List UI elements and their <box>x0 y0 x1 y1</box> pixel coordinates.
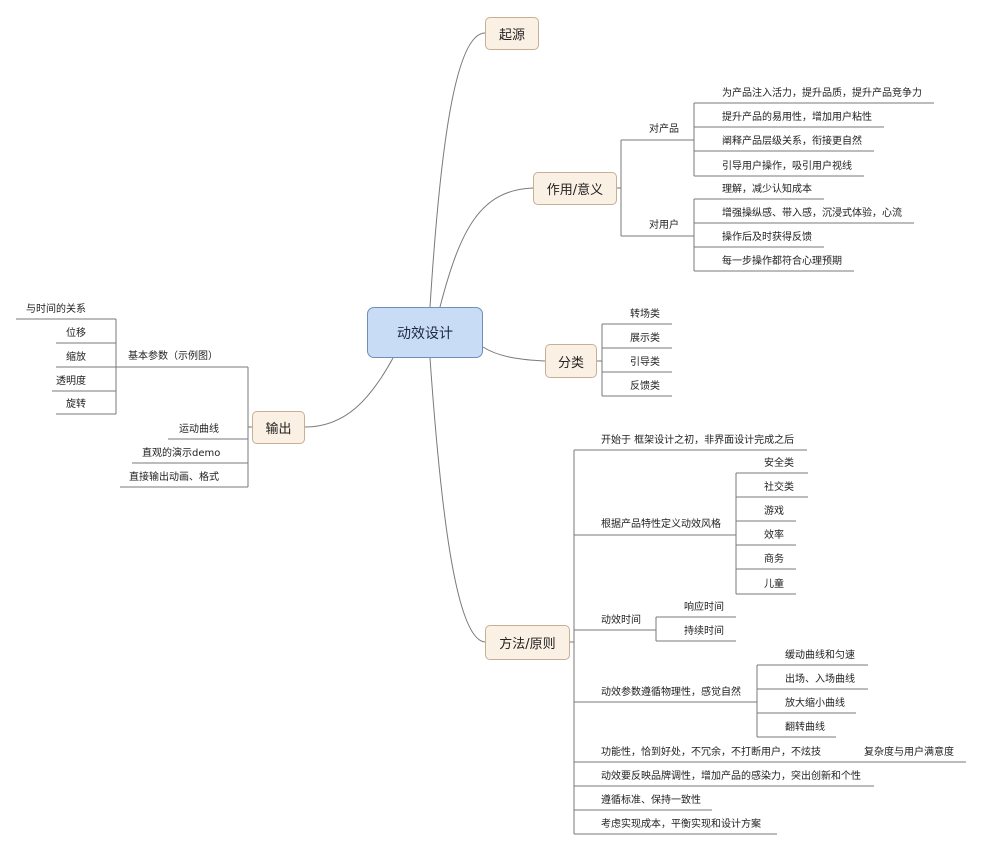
subtopic-cost[interactable]: 考虑实现成本，平衡实现和设计方案 <box>601 819 761 830</box>
list-item[interactable]: 直观的演示demo <box>142 448 221 459</box>
topic-category[interactable]: 分类 <box>545 344 597 378</box>
topic-origin[interactable]: 起源 <box>485 17 539 50</box>
list-item[interactable]: 游戏 <box>764 506 784 517</box>
list-item[interactable]: 缓动曲线和匀速 <box>785 650 855 661</box>
list-item[interactable]: 效率 <box>764 530 784 541</box>
subtopic-for-user[interactable]: 对用户 <box>649 220 679 231</box>
list-item[interactable]: 安全类 <box>764 458 794 469</box>
list-item[interactable]: 持续时间 <box>684 626 724 637</box>
list-item[interactable]: 放大缩小曲线 <box>785 698 845 709</box>
topic-purpose[interactable]: 作用/意义 <box>533 172 617 205</box>
list-item[interactable]: 缩放 <box>66 352 86 363</box>
list-item[interactable]: 提升产品的易用性，增加用户粘性 <box>722 112 872 123</box>
subtopic-physics[interactable]: 动效参数遵循物理性，感觉自然 <box>601 687 741 698</box>
list-item[interactable]: 增强操纵感、带入感，沉浸式体验，心流 <box>722 208 902 219</box>
subtopic-basic-params[interactable]: 基本参数（示例图） <box>128 351 218 362</box>
topic-output[interactable]: 输出 <box>252 411 305 444</box>
subtopic-function[interactable]: 功能性，恰到好处，不冗余，不打断用户，不炫技 <box>601 747 821 758</box>
list-item[interactable]: 展示类 <box>630 333 660 344</box>
list-item[interactable]: 旋转 <box>66 399 86 410</box>
list-item[interactable]: 为产品注入活力，提升品质，提升产品竞争力 <box>722 88 922 99</box>
list-item[interactable]: 阐释产品层级关系，衔接更自然 <box>722 136 862 147</box>
list-item[interactable]: 直接输出动画、格式 <box>129 472 219 483</box>
subtopic-start[interactable]: 开始于 框架设计之初，非界面设计完成之后 <box>601 435 795 446</box>
list-item[interactable]: 反馈类 <box>630 381 660 392</box>
list-item[interactable]: 转场类 <box>630 309 660 320</box>
list-item[interactable]: 复杂度与用户满意度 <box>864 747 954 758</box>
central-topic[interactable]: 动效设计 <box>367 307 483 358</box>
list-item[interactable]: 响应时间 <box>684 602 724 613</box>
list-item[interactable]: 引导类 <box>630 357 660 368</box>
list-item[interactable]: 翻转曲线 <box>785 722 825 733</box>
list-item[interactable]: 位移 <box>66 328 86 339</box>
subtopic-brand[interactable]: 动效要反映品牌调性，增加产品的感染力，突出创新和个性 <box>601 771 861 782</box>
list-item[interactable]: 出场、入场曲线 <box>785 674 855 685</box>
list-item[interactable]: 与时间的关系 <box>26 304 86 315</box>
topic-method[interactable]: 方法/原则 <box>485 625 570 660</box>
list-item[interactable]: 商务 <box>764 554 784 565</box>
list-item[interactable]: 引导用户操作，吸引用户视线 <box>722 161 852 172</box>
list-item[interactable]: 运动曲线 <box>179 424 219 435</box>
list-item[interactable]: 社交类 <box>764 482 794 493</box>
list-item[interactable]: 操作后及时获得反馈 <box>722 232 812 243</box>
subtopic-style[interactable]: 根据产品特性定义动效风格 <box>601 519 721 530</box>
list-item[interactable]: 儿童 <box>764 579 784 590</box>
subtopic-standard[interactable]: 遵循标准、保持一致性 <box>601 795 701 806</box>
subtopic-for-product[interactable]: 对产品 <box>649 124 679 135</box>
subtopic-time[interactable]: 动效时间 <box>601 615 641 626</box>
list-item[interactable]: 每一步操作都符合心理预期 <box>722 256 842 267</box>
list-item[interactable]: 理解，减少认知成本 <box>722 184 812 195</box>
list-item[interactable]: 透明度 <box>56 376 86 387</box>
